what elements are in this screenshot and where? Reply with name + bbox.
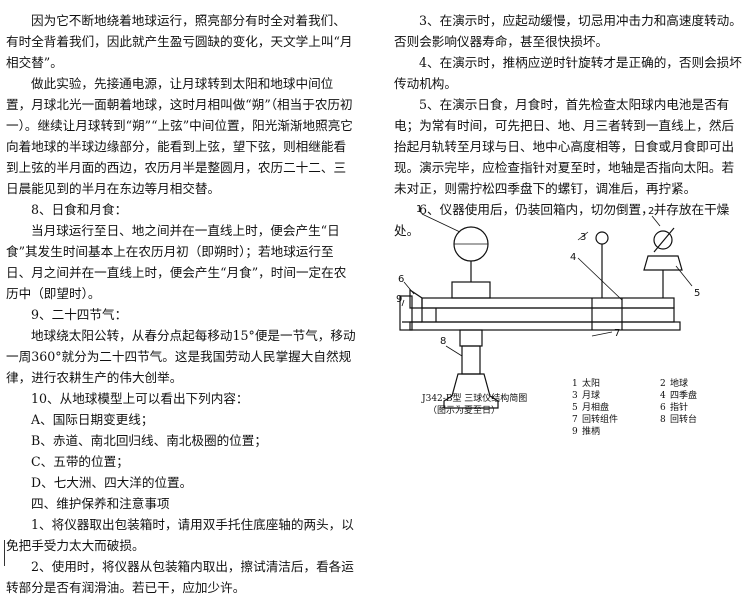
heading-maintenance: 四、维护保养和注意事项 <box>31 496 170 511</box>
heading-eclipse: 8、日食和月食： <box>31 202 128 217</box>
paragraph-solar-terms: 地球绕太阳公转，从春分点起每移动15°便是一节气，移动一周360°就分为二十四节… <box>6 328 356 385</box>
callout-8: 8 <box>440 336 446 347</box>
legend-2-num: 2 <box>660 379 666 389</box>
legend-1-num: 1 <box>572 379 578 389</box>
instrument-structure-diagram: 1 2 3 4 5 6 7 8 9 J342-B型 三球仪结构简图 （图示为夏至… <box>396 204 700 437</box>
legend-9-name: 推柄 <box>582 425 600 437</box>
list-item-a: A、国际日期变更线； <box>31 412 154 427</box>
push-handle-shape <box>399 295 413 331</box>
figure-legend: 1 太阳 2 地球 3 月球 4 四季盘 5 月相盘 6 指针 7 回转组件 8… <box>572 377 697 437</box>
pedestal-column <box>461 345 481 375</box>
legend-5-name: 月相盘 <box>582 401 609 413</box>
paragraph-lunar-phase-intro: 因为它不断地绕着地球运行，照亮部分有时全对着我们、有时全背着我们，因此就产生盈亏… <box>6 13 353 70</box>
legend-4-name: 四季盘 <box>670 389 697 401</box>
paragraph-eclipse: 当月球运行至日、地之间并在一直线上时，便会产生“日食”其发生时间基本上在农历月初… <box>6 223 347 301</box>
callout-1: 1 <box>416 204 422 215</box>
legend-3-num: 3 <box>572 391 578 401</box>
right-column: 3、在演示时，应起动缓慢，切忌用冲击力和高速度转动。否则会影响仪器寿命，甚至很快… <box>394 10 744 241</box>
callout-9: 9 <box>396 294 402 305</box>
legend-7-name: 回转组件 <box>582 413 618 425</box>
upper-arm-bar <box>421 297 675 309</box>
callout-4: 4 <box>570 252 576 263</box>
heading-globe-content: 10、从地球模型上可以看出下列内容： <box>31 391 249 406</box>
callout-3: 3 <box>580 232 586 243</box>
legend-6-name: 指针 <box>670 401 688 413</box>
legend-2-name: 地球 <box>670 377 688 389</box>
legend-5-num: 5 <box>572 403 578 413</box>
list-item-d: D、七大洲、四大洋的位置。 <box>31 475 193 490</box>
legend-4-num: 4 <box>660 391 666 401</box>
lower-arm-bar <box>409 321 681 331</box>
rotating-base-shape <box>443 373 499 409</box>
legend-6-num: 6 <box>660 403 666 413</box>
list-item-b: B、赤道、南北回归线、南北极圈的位置； <box>31 433 267 448</box>
legend-3-name: 月球 <box>582 389 600 401</box>
maintenance-item-4: 4、在演示时，推柄应逆时针旋转才是正确的，否则会损坏传动机构。 <box>394 55 742 91</box>
maintenance-item-6: 6、仪器使用后，仍装回箱内，切勿倒置，并存放在干燥处。 <box>394 202 730 238</box>
heading-solar-terms: 9、二十四节气： <box>31 307 128 322</box>
maintenance-item-5: 5、在演示日食，月食时，首先检查太阳球内电池是否有电；为常有时间，可先把日、地、… <box>394 97 735 196</box>
legend-7-num: 7 <box>572 415 578 425</box>
callout-7: 7 <box>614 328 620 339</box>
middle-arm-bar <box>421 307 675 323</box>
legend-8-num: 8 <box>660 415 666 425</box>
pointer-shape <box>409 288 423 309</box>
margin-mark <box>4 540 5 566</box>
figure-caption-model: J342-B型 三球仪结构简图 <box>421 392 527 404</box>
legend-9-num: 9 <box>572 427 578 437</box>
maintenance-item-1: 1、将仪器取出包装箱时，请用双手托住底座轴的两头，以免把手受力太大而破损。 <box>6 517 354 553</box>
callout-5: 5 <box>694 288 700 299</box>
paragraph-lunar-phase-experiment: 做此实验，先接通电源，让月球转到太阳和地球中间位置，月球北光一面朝着地球，这时月… <box>6 76 353 196</box>
legend-1-name: 太阳 <box>582 377 600 389</box>
list-item-c: C、五带的位置； <box>31 454 129 469</box>
earth-ball <box>653 230 673 250</box>
figure-caption-note: （图示为夏至日） <box>428 404 500 416</box>
maintenance-item-2: 2、使用时，将仪器从包装箱内取出，擦试清洁后，看各运转部分是否有润滑油。若已干，… <box>6 559 354 595</box>
legend-8-name: 回转台 <box>670 413 697 425</box>
season-disc <box>451 281 491 299</box>
callout-6: 6 <box>398 274 404 285</box>
maintenance-item-3: 3、在演示时，应起动缓慢，切忌用冲击力和高速度转动。否则会影响仪器寿命，甚至很快… <box>394 13 742 49</box>
left-column: 因为它不断地绕着地球运行，照亮部分有时全对着我们、有时全背着我们，因此就产生盈亏… <box>6 10 356 598</box>
callout-2: 2 <box>648 206 654 217</box>
moon-phase-disc <box>643 255 683 271</box>
moon-ball <box>595 231 609 245</box>
